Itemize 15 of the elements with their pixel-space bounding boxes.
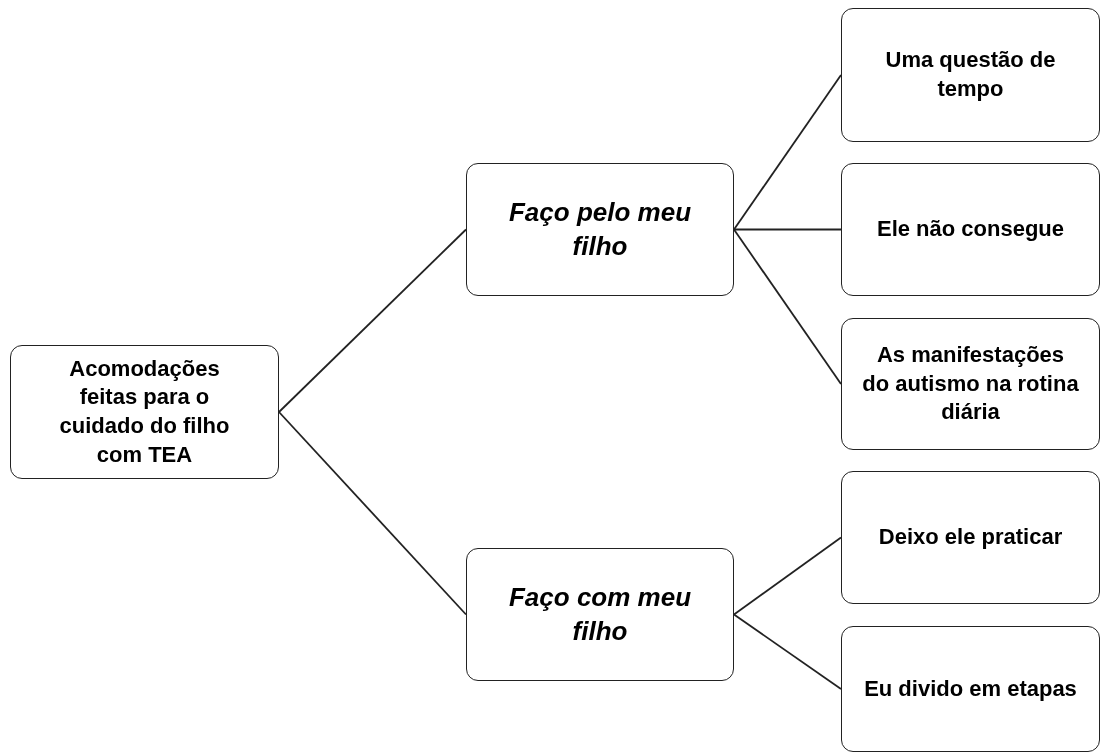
connector-line	[733, 228, 842, 231]
connector-line	[733, 74, 842, 231]
text-box: Eu divido em etapas	[841, 626, 1100, 752]
text-box: Deixo ele praticar	[841, 471, 1100, 604]
text-box: Faço com meu filho	[466, 548, 734, 681]
text-box: Faço pelo meu filho	[466, 163, 734, 296]
connector-line	[733, 613, 842, 690]
text-box: As manifestações do autismo na rotina diária	[841, 318, 1100, 450]
connector-line	[278, 228, 467, 413]
connector-line	[733, 228, 842, 385]
text-box: Uma questão de tempo	[841, 8, 1100, 142]
connector-line	[278, 411, 467, 616]
text-box: Ele não consegue	[841, 163, 1100, 296]
connector-line	[733, 536, 842, 616]
text-box: Acomodações feitas para o cuidado do filho com TEA	[10, 345, 279, 479]
